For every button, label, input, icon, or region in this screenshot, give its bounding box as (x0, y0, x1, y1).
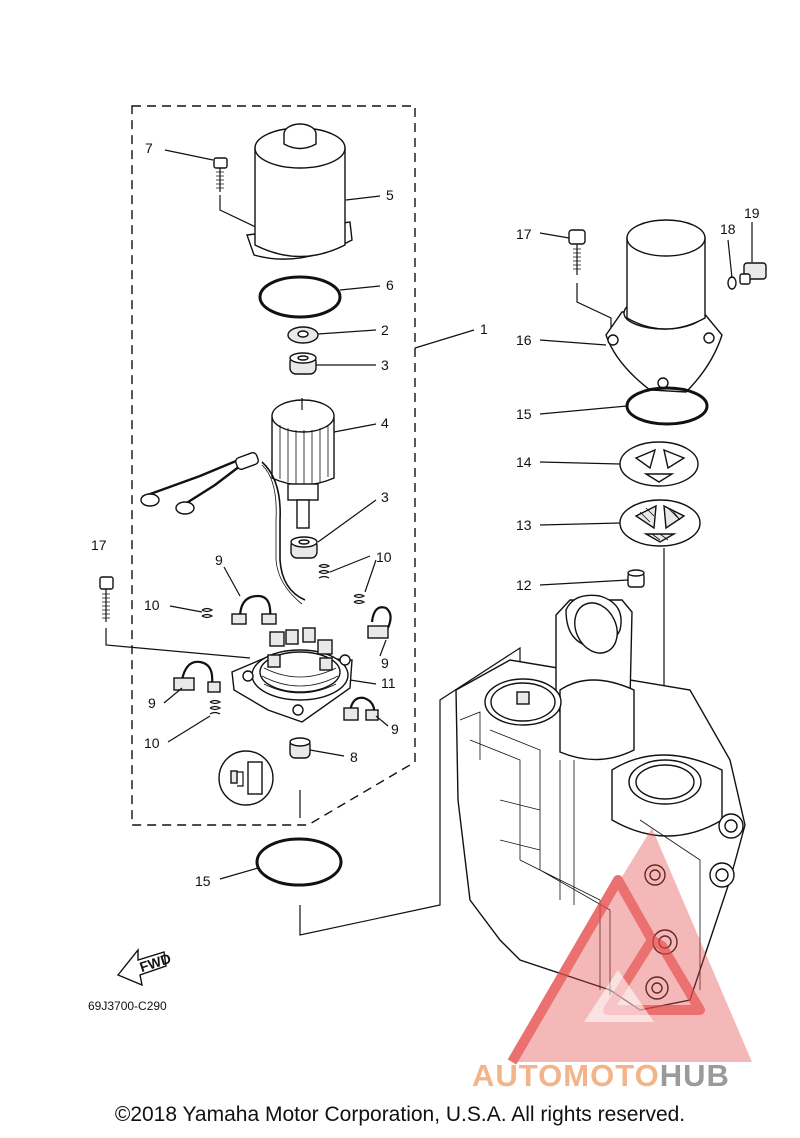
watermark-part2: HUB (659, 1058, 730, 1093)
callout-13: 13 (516, 517, 532, 533)
part-9-brush-left (173, 660, 221, 693)
part-7-bolt (213, 157, 228, 192)
wire-harness (140, 452, 306, 605)
callout-1: 1 (480, 321, 488, 337)
callout-7: 7 (145, 140, 153, 156)
callout-10-left: 10 (144, 597, 160, 613)
part-10-spring-a (318, 563, 331, 579)
part-9-brush-right (367, 606, 392, 639)
callout-18: 18 (720, 221, 736, 237)
part-15-o-ring-upper (625, 386, 709, 426)
fwd-arrow: FWD (116, 948, 173, 987)
part-13-filter (619, 499, 701, 547)
diagram-code: 69J3700-C290 (88, 999, 167, 1013)
callout-2: 2 (381, 322, 389, 338)
callout-3-lower: 3 (381, 489, 389, 505)
part-18-washer (727, 276, 737, 290)
part-5-motor-housing (246, 123, 353, 260)
callout-15-upper: 15 (516, 406, 532, 422)
callout-15-lower: 15 (195, 873, 211, 889)
watermark-part1: AUTOMOTO (472, 1058, 660, 1093)
part-6-o-ring (258, 275, 342, 319)
part-2-washer (287, 326, 319, 344)
callout-4: 4 (381, 415, 389, 431)
callout-9-upper: 9 (215, 552, 223, 568)
part-3-bearing-upper (289, 352, 317, 375)
callout-12: 12 (516, 577, 532, 593)
part-10-spring-d (209, 699, 222, 715)
callout-14: 14 (516, 454, 532, 470)
detail-view-circle (218, 750, 274, 806)
part-8-bushing (289, 737, 311, 759)
callout-8: 8 (350, 749, 358, 765)
callout-9-right: 9 (381, 655, 389, 671)
callout-9-left: 9 (148, 695, 156, 711)
part-4-armature (271, 398, 335, 529)
watermark-text: AUTOMOTOHUB (472, 1058, 730, 1094)
part-15-o-ring-lower (255, 837, 343, 887)
callout-19: 19 (744, 205, 760, 221)
callout-16: 16 (516, 332, 532, 348)
callout-10-lower: 10 (144, 735, 160, 751)
part-3-bearing-lower (290, 536, 318, 559)
callout-9-lower: 9 (391, 721, 399, 737)
callout-10-upper-right: 10 (376, 549, 392, 565)
fwd-label: FWD (138, 950, 173, 975)
part-10-spring-c (353, 593, 366, 605)
callout-5: 5 (386, 187, 394, 203)
part-12-screw (627, 569, 645, 588)
callout-6: 6 (386, 277, 394, 293)
part-19-plug (739, 262, 767, 285)
callout-17-right: 17 (516, 226, 532, 242)
part-10-spring-b (201, 607, 214, 619)
part-17-bolt-right (568, 229, 586, 275)
callout-3-upper: 3 (381, 357, 389, 373)
leader-lines (163, 149, 753, 880)
watermark-logo (507, 828, 752, 1065)
copyright-notice: ©2018 Yamaha Motor Corporation, U.S.A. A… (114, 1103, 686, 1126)
part-9-brush-lower-right (343, 696, 379, 721)
callout-11: 11 (381, 675, 396, 691)
part-14-gasket (619, 441, 699, 487)
callout-labels: 7 5 6 2 3 4 3 1 17 10 9 10 9 11 9 9 10 8… (91, 140, 760, 889)
callout-17-left: 17 (91, 537, 107, 553)
part-9-brush-upper-left (231, 594, 277, 625)
tilt-cylinder-housing (455, 594, 746, 1011)
part-16-pump-motor (605, 219, 723, 393)
part-17-bolt-left (99, 576, 114, 622)
part-11-brush-holder (231, 627, 353, 723)
